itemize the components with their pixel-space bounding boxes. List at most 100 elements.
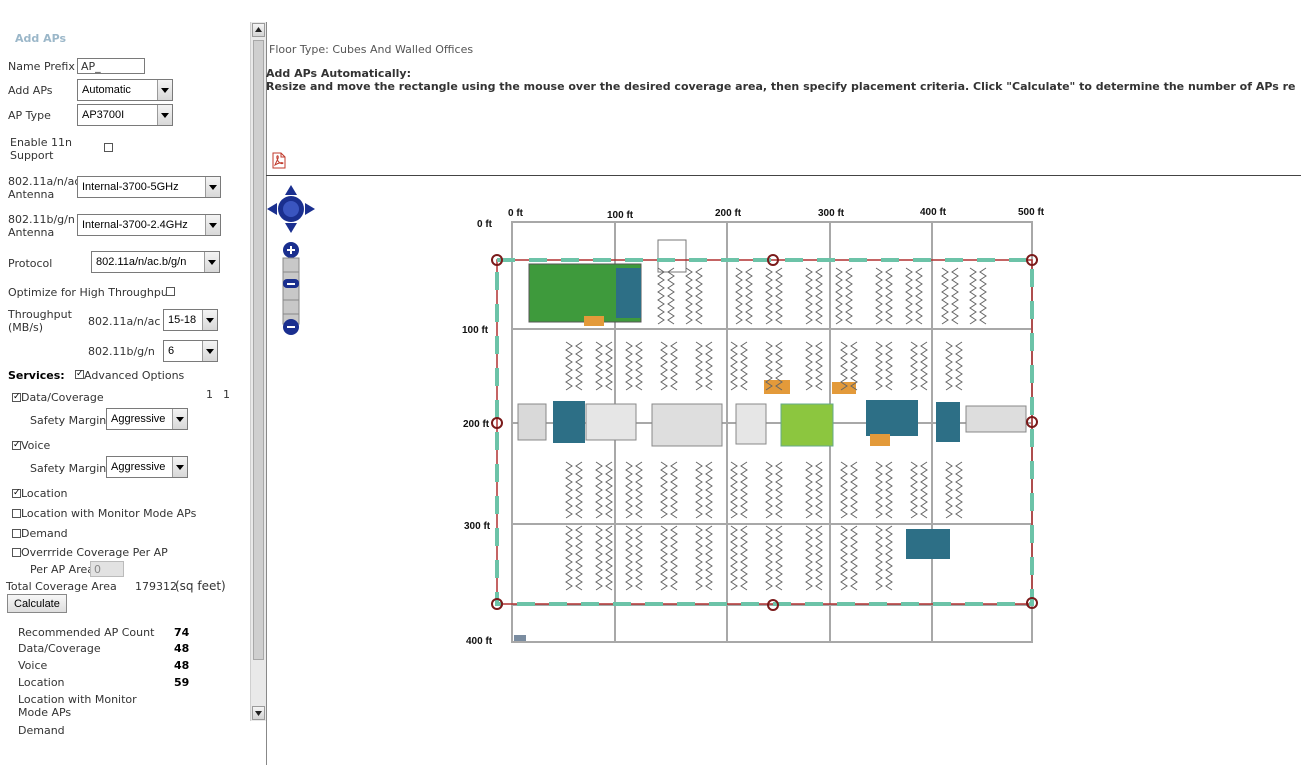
cubicle-glyph — [575, 525, 583, 591]
cubicle-glyph — [765, 525, 773, 591]
data-coverage-checkbox[interactable] — [12, 393, 21, 402]
location-monitor-label: Location with Monitor Mode APs — [21, 507, 197, 520]
cubicle-glyph — [805, 341, 813, 391]
cubicle-glyph — [905, 267, 913, 325]
chevron-down-icon — [205, 177, 220, 197]
cubicle-glyph — [595, 525, 603, 591]
antenna-b-select[interactable]: Internal-3700-2.4GHz — [77, 214, 221, 236]
scroll-up-button[interactable] — [252, 23, 265, 37]
optimize-label: Optimize for High Throughput — [8, 286, 173, 299]
throughput-a-select[interactable]: 15-18 — [163, 309, 218, 331]
resize-handle[interactable] — [491, 254, 503, 266]
add-aps-select[interactable]: Automatic — [77, 79, 173, 101]
name-prefix-input[interactable]: AP_ — [77, 58, 145, 74]
cubicle-glyph — [979, 267, 987, 325]
zoom-out-button[interactable] — [283, 319, 299, 335]
services-label: Services: — [8, 369, 65, 382]
cubicle-glyph — [605, 525, 613, 591]
left-panel-scrollbar[interactable] — [250, 22, 266, 721]
cubicle-glyph — [740, 525, 748, 591]
cubicle-glyph — [945, 461, 953, 519]
result-label-ap-count: Recommended AP Count — [18, 626, 155, 639]
chevron-down-icon — [202, 341, 217, 361]
cubicle-glyph — [815, 461, 823, 519]
throughput-b-select[interactable]: 6 — [163, 340, 218, 362]
enable-11n-checkbox[interactable] — [104, 143, 113, 152]
override-checkbox[interactable] — [12, 548, 21, 557]
floor-type-value: Cubes And Walled Offices — [332, 43, 474, 56]
location-monitor-checkbox[interactable] — [12, 509, 21, 518]
cubicle-glyph — [595, 341, 603, 391]
zoom-in-button[interactable] — [283, 242, 299, 258]
per-ap-area-input[interactable]: 0 — [90, 561, 124, 577]
total-area-unit: (sq feet) — [175, 579, 226, 593]
cubicle-glyph — [635, 525, 643, 591]
cubicle-glyph — [695, 461, 703, 519]
pdf-icon[interactable] — [272, 152, 286, 169]
cubicle-glyph — [885, 461, 893, 519]
cubicle-glyph — [565, 461, 573, 519]
arrow-down-icon — [255, 711, 262, 716]
add-aps-label: Add APs — [8, 84, 53, 97]
floor-map[interactable]: 0 ft 100 ft 200 ft 300 ft 400 ft 500 ft … — [266, 176, 1301, 765]
cubicle-glyph — [705, 461, 713, 519]
x-tick-200: 200 ft — [715, 208, 742, 219]
x-tick-0: 0 ft — [508, 208, 524, 219]
data-safety-margin-value: Aggressive — [111, 413, 166, 425]
cubicle-glyph — [625, 341, 633, 391]
coverage-selection-rectangle[interactable] — [491, 254, 1038, 611]
resize-handle[interactable] — [491, 417, 503, 429]
cubicle-glyph — [660, 461, 668, 519]
cubicle-glyph — [941, 267, 949, 325]
floor-type: Floor Type: Cubes And Walled Offices — [269, 43, 473, 56]
floor-map-canvas[interactable]: 0 ft 100 ft 200 ft 300 ft 400 ft 500 ft … — [266, 176, 1301, 765]
y-tick-200: 200 ft — [463, 419, 490, 430]
resize-handle[interactable] — [767, 254, 779, 266]
resize-handle[interactable] — [1026, 416, 1038, 428]
ap-type-label: AP Type — [8, 109, 51, 122]
cubicle-glyph — [667, 267, 675, 325]
cubicle-glyph — [845, 267, 853, 325]
y-tick-100: 100 ft — [462, 325, 489, 336]
cubicle-glyph — [670, 525, 678, 591]
cubicle-glyph — [765, 267, 773, 325]
cubicle-glyph — [955, 461, 963, 519]
total-area-value: 179312 — [135, 580, 177, 593]
antenna-a-select[interactable]: Internal-3700-5GHz — [77, 176, 221, 198]
cubicle-glyph — [951, 267, 959, 325]
cubicle-glyph — [730, 461, 738, 519]
x-tick-400: 400 ft — [920, 207, 947, 218]
cubicle-glyph — [875, 461, 883, 519]
advanced-options-checkbox[interactable] — [75, 370, 84, 379]
calculate-button[interactable]: Calculate — [7, 594, 67, 613]
scroll-down-button[interactable] — [252, 706, 265, 720]
optimize-checkbox[interactable] — [166, 287, 175, 296]
add-aps-description: Resize and move the rectangle using the … — [266, 80, 1296, 93]
voice-safety-margin-select[interactable]: Aggressive — [106, 456, 188, 478]
chevron-down-icon — [204, 252, 219, 272]
cubicle-rows — [565, 267, 987, 591]
voice-checkbox[interactable] — [12, 441, 21, 450]
cubicle-glyph — [635, 461, 643, 519]
resize-handle[interactable] — [491, 598, 503, 610]
resize-handle[interactable] — [1026, 597, 1038, 609]
result-value-location: 59 — [174, 676, 190, 689]
cubicle-glyph — [840, 341, 848, 391]
pan-control[interactable] — [267, 185, 315, 233]
cubicle-glyph — [915, 267, 923, 325]
cubicle-glyph — [850, 461, 858, 519]
data-safety-margin-select[interactable]: Aggressive — [106, 408, 188, 430]
scrollbar-thumb[interactable] — [253, 40, 264, 660]
chevron-down-icon — [157, 80, 172, 100]
antenna-b-value: Internal-3700-2.4GHz — [82, 219, 188, 231]
protocol-label: Protocol — [8, 257, 53, 270]
services-counter-2: 1 — [223, 388, 230, 401]
result-label-location-monitor: Location with Monitor Mode APs — [18, 693, 137, 719]
demand-checkbox[interactable] — [12, 529, 21, 538]
location-checkbox[interactable] — [12, 489, 21, 498]
protocol-select[interactable]: 802.11a/n/ac.b/g/n — [91, 251, 220, 273]
resize-handle[interactable] — [1026, 254, 1038, 266]
ap-type-select[interactable]: AP3700I — [77, 104, 173, 126]
result-value-data: 48 — [174, 642, 190, 655]
resize-handle[interactable] — [767, 599, 779, 611]
